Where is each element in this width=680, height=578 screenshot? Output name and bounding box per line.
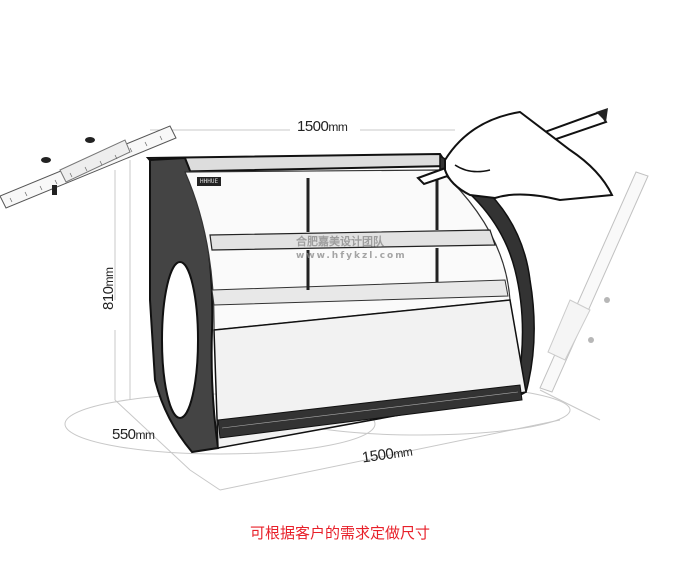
dimension-height: 810mm — [100, 267, 118, 310]
dimension-width-top: 1500mm — [297, 118, 348, 136]
dimension-unit: mm — [392, 444, 414, 462]
watermark: 合肥嘉美设计团队 www.hfykzl.com — [296, 233, 407, 261]
caption: 可根据客户的需求定做尺寸 — [249, 524, 430, 542]
dimension-unit: mm — [135, 428, 156, 442]
nameplate: HHHUE — [197, 177, 222, 186]
dimension-unit: mm — [102, 267, 116, 287]
dimension-value: 810 — [100, 286, 117, 310]
ruler-right — [539, 171, 649, 393]
watermark-url: www.hfykzl.com — [296, 251, 407, 261]
dimension-value: 550 — [112, 426, 136, 443]
cabinet — [145, 152, 535, 454]
ruler-left — [0, 125, 177, 209]
hand-with-pencil — [416, 108, 614, 202]
dimension-unit: mm — [328, 120, 348, 134]
dimension-value: 1500 — [360, 445, 395, 467]
watermark-text: 合肥嘉美设计团队 — [296, 235, 384, 248]
dimension-value: 1500 — [297, 118, 329, 135]
dimension-depth: 550mm — [112, 426, 155, 444]
